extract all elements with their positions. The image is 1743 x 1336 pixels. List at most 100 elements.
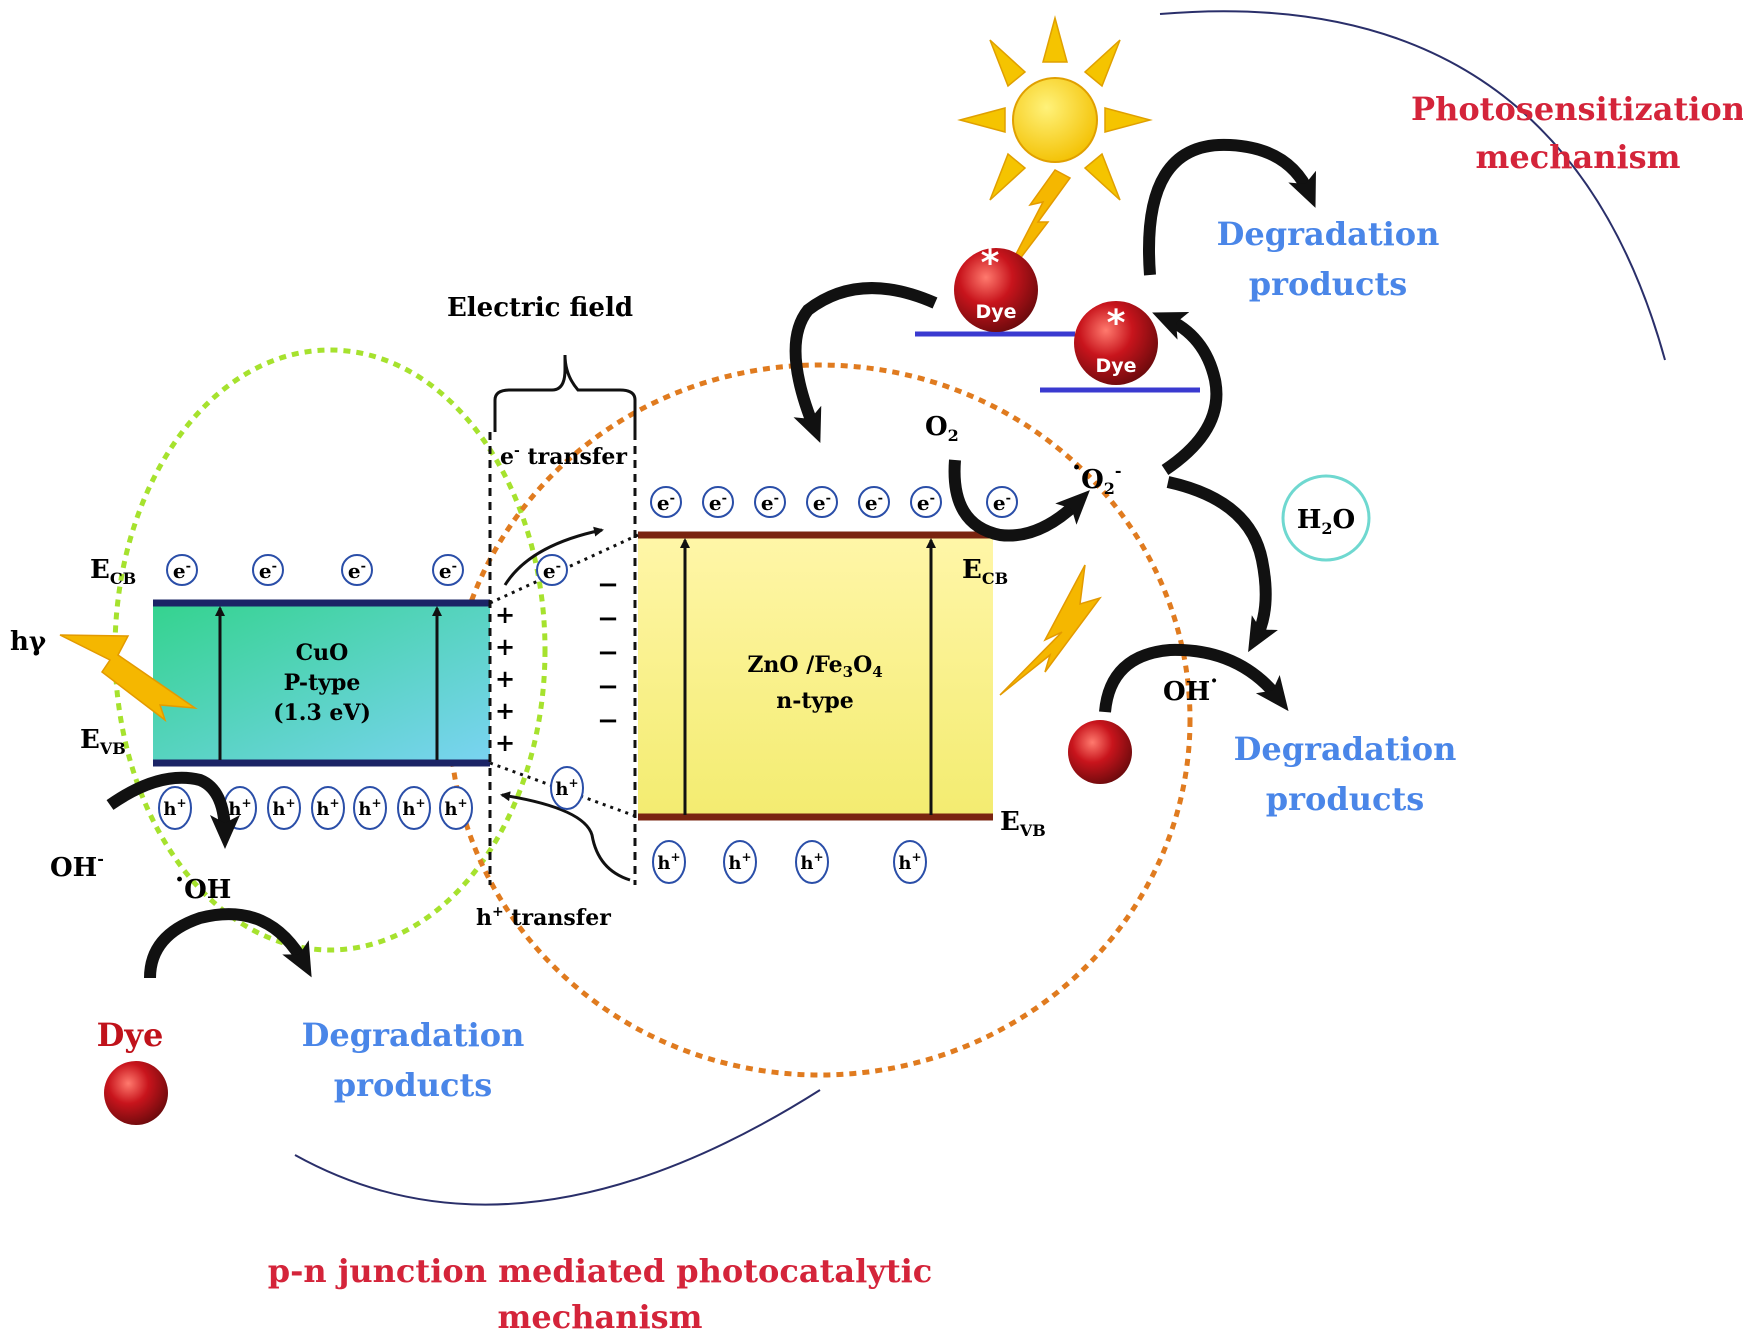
svg-text:h+: h+ — [228, 796, 251, 820]
cuo-band-block — [153, 603, 490, 763]
electron: e- — [432, 554, 464, 586]
pn-junction-title-1: p-n junction mediated photocatalytic — [268, 1252, 933, 1290]
curved-arrow — [1099, 643, 1289, 713]
minus-sign: − — [597, 672, 619, 702]
hole: h+ — [267, 786, 301, 830]
o2-label: O2 — [925, 412, 959, 445]
hv-label: hγ — [10, 627, 47, 657]
curved-arrow — [1166, 476, 1278, 653]
curved-arrow — [1152, 312, 1223, 475]
cuo-ecb-label: ECB — [90, 555, 136, 588]
cuo-label-1: CuO — [296, 640, 349, 666]
zno-label-1: ZnO /Fe3O4 — [747, 652, 882, 681]
hole: h+ — [397, 786, 431, 830]
pn-junction-arc — [294, 1089, 821, 1206]
photosensitization-arc — [1159, 10, 1666, 361]
hole: h+ — [158, 786, 192, 830]
oh-radical-right-label: OH· — [1163, 668, 1218, 707]
electron: e- — [650, 486, 682, 518]
svg-text:h+: h+ — [358, 796, 381, 820]
svg-text:e-: e- — [348, 559, 366, 583]
hole: h+ — [311, 786, 345, 830]
svg-text:h+: h+ — [555, 776, 578, 800]
h2o-circle — [1281, 474, 1371, 562]
zno-band-block — [638, 535, 993, 817]
svg-text:h+: h+ — [402, 796, 425, 820]
degradation-products-bottom-1: Degradation — [302, 1016, 525, 1054]
svg-text:Dye: Dye — [1095, 355, 1136, 377]
svg-text:h+: h+ — [728, 850, 751, 874]
curved-arrow — [789, 282, 938, 443]
svg-text:e-: e- — [657, 491, 675, 515]
excited-dye-molecule: * Dye — [954, 243, 1038, 332]
svg-text:e-: e- — [543, 559, 561, 583]
electron: e- — [252, 554, 284, 586]
dye-molecule — [1068, 720, 1132, 784]
hole: h+ — [353, 786, 387, 830]
h-transfer-label: h+ transfer — [476, 904, 611, 931]
svg-text:e-: e- — [813, 491, 831, 515]
dye-molecule — [104, 1061, 168, 1125]
hole: h+ — [439, 786, 473, 830]
zno-label-2: n-type — [776, 688, 853, 714]
degradation-products-bottom-2: products — [334, 1066, 493, 1104]
cuo-label-3: (1.3 eV) — [273, 700, 371, 726]
svg-text:h+: h+ — [800, 850, 823, 874]
electron: e- — [910, 486, 942, 518]
svg-text:e-: e- — [917, 491, 935, 515]
svg-text:h+: h+ — [657, 850, 680, 874]
svg-text:e-: e- — [709, 491, 727, 515]
electron: e- — [806, 486, 838, 518]
minus-sign: − — [597, 638, 619, 668]
svg-text:h+: h+ — [163, 796, 186, 820]
svg-text:e-: e- — [173, 559, 191, 583]
superoxide-radical-label: ·O2- — [1072, 453, 1122, 498]
hole: h+ — [652, 840, 686, 884]
degradation-products-top-2: products — [1249, 265, 1408, 303]
svg-text:h+: h+ — [316, 796, 339, 820]
electron: e- — [858, 486, 890, 518]
electron: e- — [536, 554, 568, 586]
plus-sign: + — [495, 696, 515, 725]
cuo-evb-label: EVB — [80, 725, 126, 758]
electron: e- — [341, 554, 373, 586]
minus-sign: − — [597, 570, 619, 600]
electric-field-label: Electric field — [447, 293, 633, 323]
h-transfer-arrow — [500, 791, 631, 882]
e-transfer-label: e- transfer — [500, 443, 627, 470]
curved-arrow — [948, 459, 1090, 542]
svg-text:*: * — [981, 243, 1000, 284]
electron: e- — [166, 554, 198, 586]
dye-label: Dye — [97, 1016, 164, 1054]
electric-field-brace — [493, 354, 637, 432]
svg-text:e-: e- — [865, 491, 883, 515]
hole: h+ — [723, 840, 757, 884]
plus-sign: + — [495, 728, 515, 757]
svg-text:h+: h+ — [272, 796, 295, 820]
zno-region-ellipse — [447, 362, 1193, 1078]
plus-sign: + — [495, 664, 515, 693]
plus-sign: + — [495, 600, 515, 629]
curved-arrow — [106, 771, 240, 849]
cuo-label-2: P-type — [284, 670, 361, 696]
zno-ecb-label: ECB — [962, 555, 1008, 588]
lightning-bolt-icon — [999, 564, 1102, 696]
degradation-products-top-1: Degradation — [1217, 215, 1440, 253]
cuo-region-ellipse — [112, 347, 548, 953]
zno-evb-label: EVB — [1000, 807, 1046, 840]
electron: e- — [702, 486, 734, 518]
excited-dye-molecule: * Dye — [1074, 301, 1158, 385]
svg-text:e-: e- — [761, 491, 779, 515]
curved-arrow — [1143, 138, 1316, 276]
electron: e- — [986, 486, 1018, 518]
lightning-bolt-icon — [59, 634, 198, 723]
minus-sign: − — [597, 604, 619, 634]
degradation-products-right-1: Degradation — [1234, 730, 1457, 768]
e-transfer-arrow — [503, 526, 604, 586]
hole: h+ — [795, 840, 829, 884]
degradation-products-right-2: products — [1266, 780, 1425, 818]
plus-sign: + — [495, 632, 515, 661]
svg-text:Dye: Dye — [975, 301, 1016, 323]
svg-text:e-: e- — [993, 491, 1011, 515]
